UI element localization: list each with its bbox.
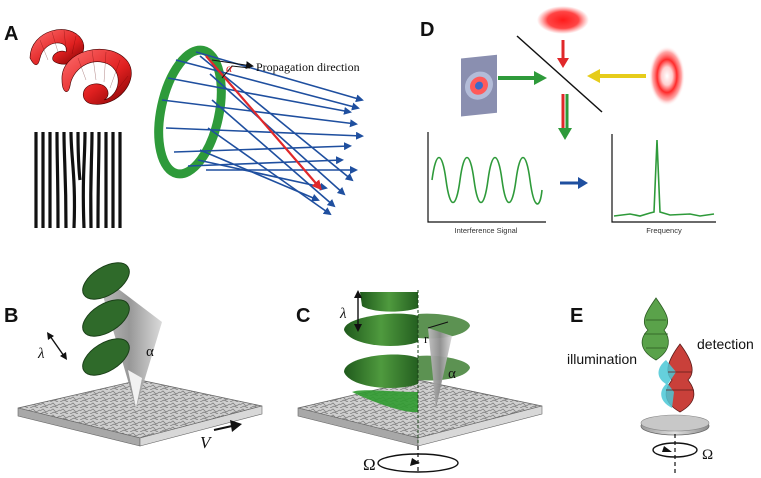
beam-aperture-ring: [154, 45, 226, 179]
frequency-plot: Frequency: [611, 134, 716, 235]
propagation-direction-label: Propagation direction: [256, 60, 360, 74]
illumination-helix: [641, 297, 669, 361]
alpha-symbol: α: [226, 61, 233, 75]
lambda-arrowhead-top-c: [354, 290, 362, 298]
sample-disc-top: [640, 414, 710, 432]
rotation-ellipse-e: [652, 442, 698, 458]
omega-label-e: Ω: [702, 447, 713, 463]
lambda-arrow-b: [49, 335, 65, 357]
omega-label-c: Ω: [363, 455, 376, 474]
fork-hologram-icon: [32, 131, 124, 229]
alpha-angle-mark: [221, 65, 251, 79]
frequency-label: Frequency: [646, 226, 682, 235]
panel-e: E Ω illumination detection: [567, 297, 754, 474]
lambda-label-b: λ: [37, 346, 45, 362]
alpha-label-c: α: [448, 366, 456, 382]
alpha-label-b: α: [146, 344, 154, 360]
fourier-transform-arrowhead: [578, 177, 588, 189]
combined-beam-arrowhead: [558, 128, 572, 140]
rotation-arrowhead-e: [662, 446, 672, 452]
sample-image-icon: [461, 54, 497, 117]
lambda-arrowhead-bottom-b: [60, 352, 67, 360]
yellow-beam-arrowhead: [587, 69, 600, 83]
interference-waveform: [431, 156, 543, 205]
rotation-ellipse-c: [377, 453, 459, 473]
panel-d: D Interference Signal: [420, 6, 716, 235]
radius-line: [427, 321, 449, 329]
surface-edge-right-b: [139, 405, 263, 447]
vortex-beam-spot: [649, 46, 685, 106]
radius-label: r: [424, 331, 429, 346]
rotation-arrowhead-c: [410, 458, 420, 466]
helical-wavefront-icon: [29, 29, 132, 105]
blue-ray-bundle: [161, 51, 364, 216]
surface-edge-right-c: [417, 405, 543, 447]
velocity-arrow: [213, 425, 233, 431]
red-beam-arrowhead: [557, 58, 569, 68]
velocity-arrowhead: [230, 420, 242, 432]
lambda-arrowhead-bottom-c: [354, 324, 362, 332]
rough-surface-c: [297, 379, 543, 439]
interference-signal-plot: Interference Signal: [427, 132, 546, 235]
reference-beam-spot: [537, 6, 589, 34]
beam-tip-b: [128, 370, 142, 408]
green-beam-arrowhead: [534, 71, 547, 85]
panel-d-label: D: [420, 19, 434, 41]
velocity-label: V: [200, 433, 213, 452]
panel-b: B λ α V: [4, 262, 263, 452]
interference-signal-label: Interference Signal: [455, 226, 518, 235]
propagation-axis-arrow: [205, 55, 322, 191]
wavefront-2: [82, 299, 130, 337]
lambda-arrowhead-top-b: [47, 332, 54, 340]
helical-beam: [344, 290, 470, 445]
lambda-label-c: λ: [339, 306, 347, 322]
panel-a-label: A: [4, 23, 18, 45]
panel-e-label: E: [570, 305, 583, 327]
frequency-spectrum: [613, 139, 715, 217]
wavefront-1: [82, 262, 130, 300]
beam-splitter: [516, 35, 603, 113]
beam-cone-c: [428, 328, 452, 408]
illumination-label: illumination: [567, 351, 637, 367]
panel-b-label: B: [4, 305, 18, 327]
panel-c: C r α λ Ω: [296, 290, 543, 474]
panel-a: A: [4, 23, 364, 229]
detection-helix: [658, 343, 695, 413]
propagation-direction-arrow: [211, 59, 254, 70]
panel-c-label: C: [296, 305, 310, 327]
detection-label: detection: [697, 336, 754, 352]
wavefront-3: [82, 338, 130, 376]
